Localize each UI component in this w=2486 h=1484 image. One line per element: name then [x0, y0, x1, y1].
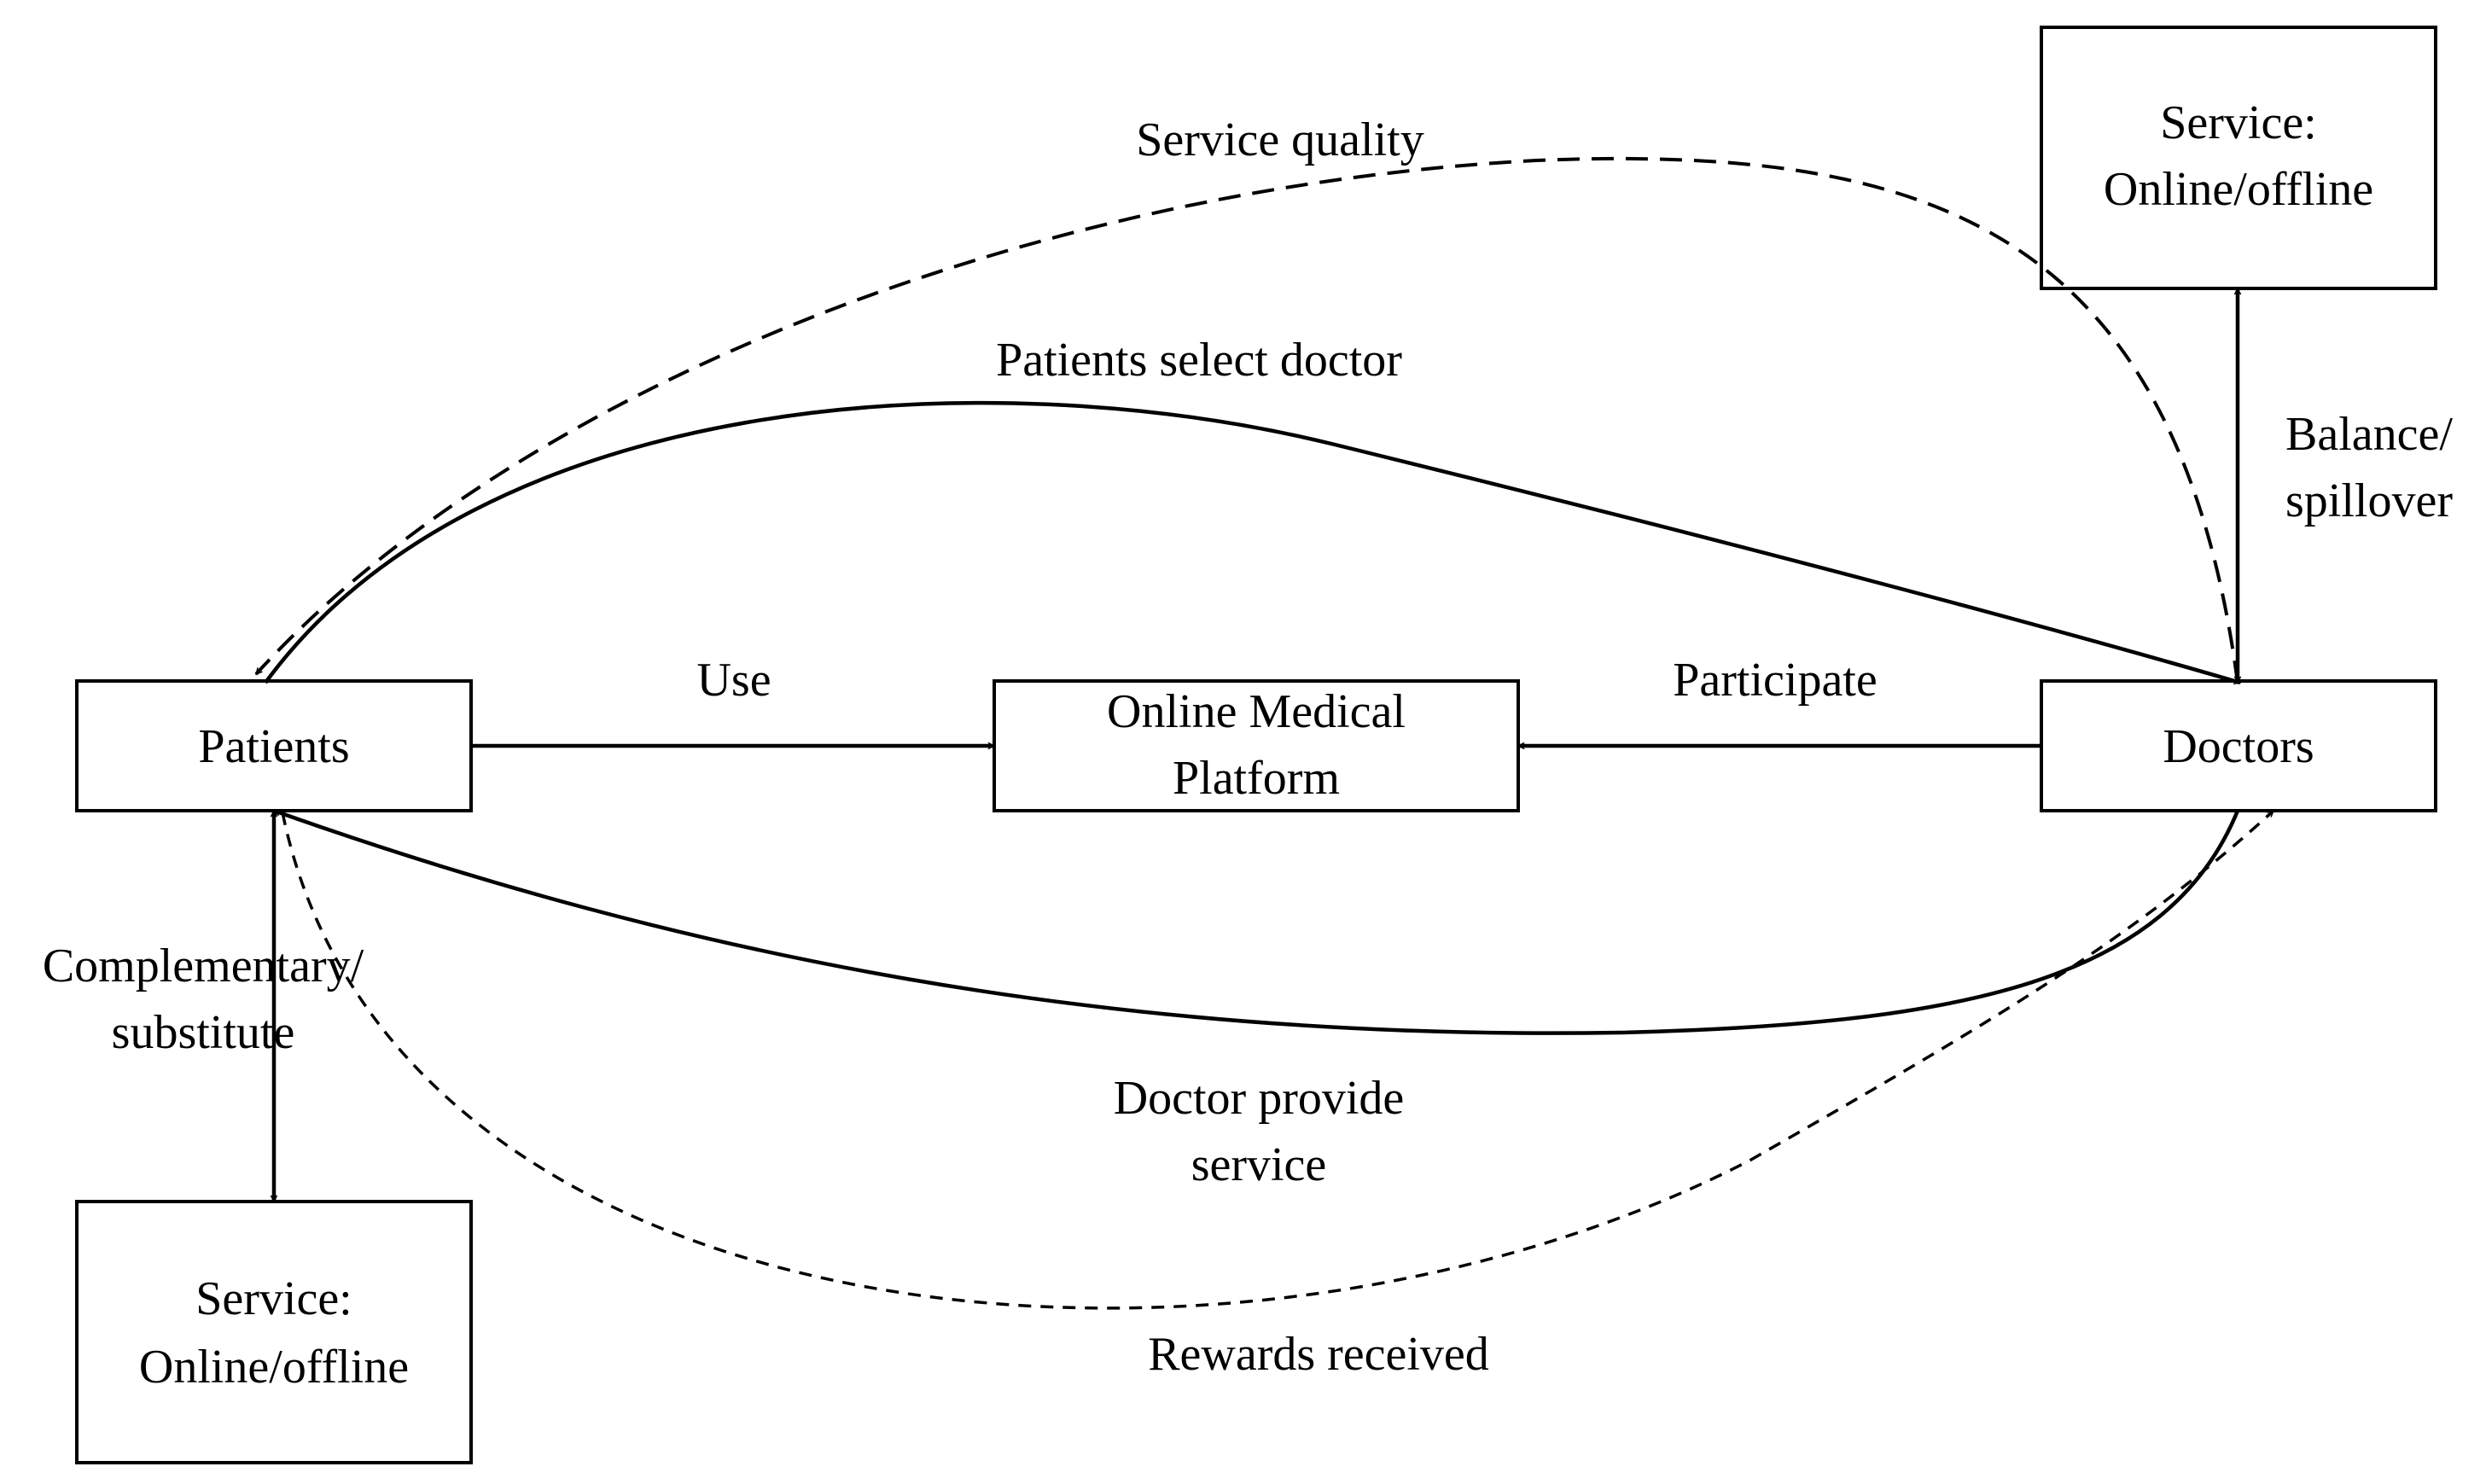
label-participate: Participate: [1673, 654, 1877, 707]
label-complementary-substitute-line1: Complementary/: [43, 940, 364, 992]
node-service-bottom-line1: Service:: [195, 1272, 352, 1325]
node-platform-label-line2: Platform: [1173, 752, 1340, 805]
node-platform-label-line1: Online Medical: [1107, 685, 1406, 738]
node-service-top-line2: Online/offline: [2104, 163, 2373, 216]
label-balance-spillover-line2: spillover: [2285, 474, 2453, 527]
node-doctors: Doctors: [2040, 679, 2437, 812]
label-patients-select-doctor: Patients select doctor: [996, 334, 1402, 387]
edge-rewards-received: [281, 809, 2273, 1310]
label-doctor-provide-service-line1: Doctor provide: [1114, 1072, 1405, 1125]
label-rewards-received: Rewards received: [1148, 1328, 1489, 1381]
node-service-top-line1: Service:: [2160, 96, 2316, 149]
edge-doctor-provide-service: [274, 808, 2240, 1035]
label-service-quality: Service quality: [1136, 113, 1423, 166]
label-complementary-substitute-line2: substitute: [112, 1006, 295, 1059]
node-service-bottom: Service: Online/offline: [75, 1200, 473, 1464]
label-balance-spillover-line1: Balance/: [2285, 408, 2453, 461]
node-service-bottom-line2: Online/offline: [139, 1341, 409, 1394]
node-patients-label: Patients: [198, 720, 349, 773]
edge-service-quality: [254, 156, 2239, 684]
node-service-top: Service: Online/offline: [2040, 26, 2437, 290]
node-patients: Patients: [75, 679, 473, 812]
edge-patients-select-doctor: [264, 400, 2240, 685]
node-doctors-label: Doctors: [2163, 720, 2314, 773]
node-platform: Online Medical Platform: [993, 679, 1520, 812]
label-use: Use: [696, 654, 771, 707]
label-doctor-provide-service-line2: service: [1191, 1138, 1327, 1191]
